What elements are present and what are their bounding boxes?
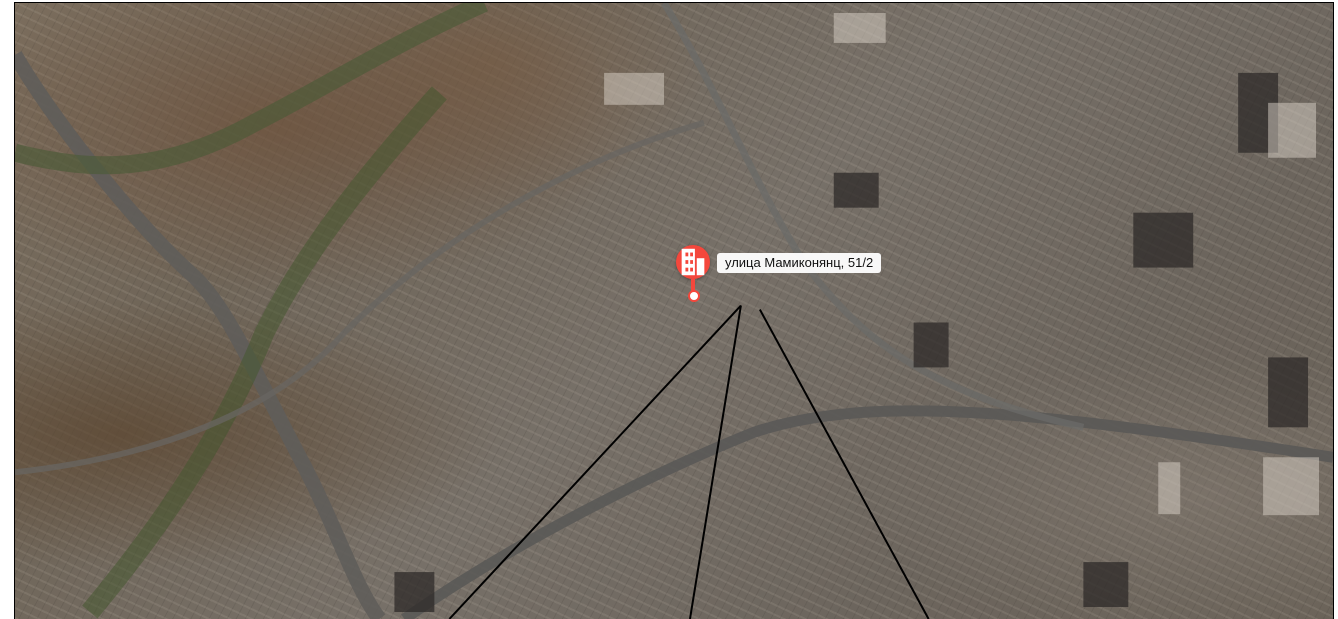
pointer-line-left bbox=[448, 304, 742, 619]
cross-street bbox=[15, 119, 705, 476]
pointer-lines bbox=[448, 304, 930, 619]
green-belt bbox=[82, 86, 447, 619]
building-icon bbox=[681, 248, 705, 276]
map-frame: улица Мамиконянц, 51/2 bbox=[14, 2, 1334, 619]
building-cluster bbox=[394, 72, 1309, 613]
marker-stem bbox=[691, 279, 695, 295]
rooftops bbox=[604, 12, 1320, 516]
pointer-line-middle bbox=[688, 305, 742, 619]
marker-dot bbox=[688, 290, 700, 302]
address-label[interactable]: улица Мамиконянц, 51/2 bbox=[717, 253, 882, 273]
main-avenue bbox=[401, 405, 1333, 619]
location-marker[interactable] bbox=[676, 245, 710, 279]
map-overlay bbox=[15, 3, 1333, 619]
secondary-road bbox=[661, 3, 1085, 431]
satellite-map[interactable]: улица Мамиконянц, 51/2 bbox=[15, 3, 1333, 619]
pointer-line-right bbox=[758, 309, 930, 619]
river-valley bbox=[15, 3, 488, 175]
